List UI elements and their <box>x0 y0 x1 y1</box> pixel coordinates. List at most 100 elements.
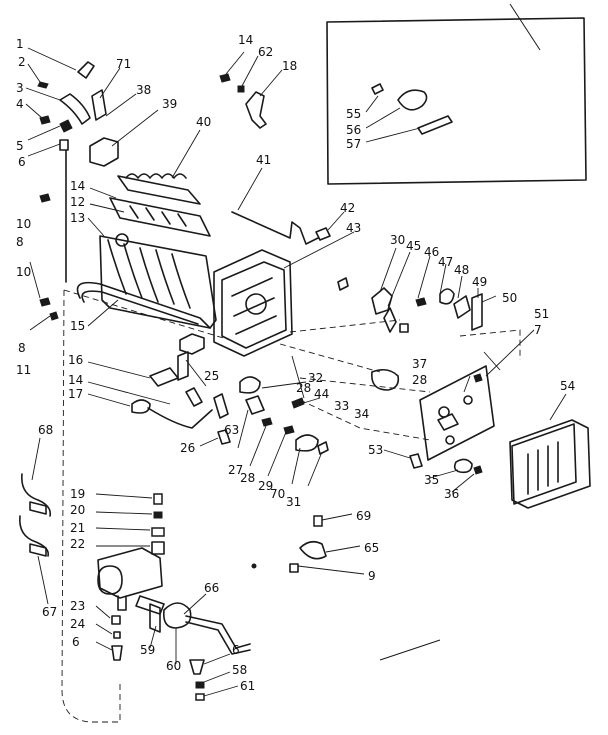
label-28-upper: 28 <box>296 381 311 395</box>
wire-harness-68-67 <box>19 437 52 605</box>
label-49: 49 <box>472 275 487 289</box>
label-54: 54 <box>560 379 575 393</box>
label-15: 15 <box>70 319 85 333</box>
fitting-56-icon <box>397 89 428 111</box>
water-valve-assembly <box>95 493 165 661</box>
label-51: 51 <box>534 307 549 321</box>
label-33: 33 <box>334 399 349 413</box>
label-6-right: 6 <box>232 643 240 657</box>
label-32: 32 <box>308 371 323 385</box>
label-31: 31 <box>286 495 301 509</box>
label-10-lower: 10 <box>16 265 31 279</box>
label-29: 29 <box>258 479 273 493</box>
mounting-plate <box>419 329 535 461</box>
label-26: 26 <box>180 441 195 455</box>
label-69: 69 <box>356 509 371 523</box>
label-62: 62 <box>258 45 273 59</box>
callout-labels: 1 2 3 4 5 6 71 38 39 40 41 42 14 62 18 5… <box>16 33 575 693</box>
switch-39-icon <box>89 137 119 167</box>
label-50: 50 <box>502 291 517 305</box>
label-25: 25 <box>204 369 219 383</box>
label-58: 58 <box>232 663 247 677</box>
label-56: 56 <box>346 123 361 137</box>
upper-left-hardware <box>25 47 159 167</box>
label-60: 60 <box>166 659 181 673</box>
label-27: 27 <box>228 463 243 477</box>
label-39: 39 <box>162 97 177 111</box>
label-1: 1 <box>16 37 24 51</box>
label-14-mid: 14 <box>70 179 85 193</box>
label-6-lower: 6 <box>72 635 80 649</box>
stray-mark <box>379 639 441 661</box>
ice-mold-assembly <box>87 129 217 329</box>
label-14-lower: 14 <box>68 373 83 387</box>
wire-41 <box>231 211 319 245</box>
cover-54 <box>509 393 591 509</box>
label-5: 5 <box>16 139 24 153</box>
label-47: 47 <box>438 255 453 269</box>
label-44: 44 <box>314 387 329 401</box>
shutoff-arm-group <box>337 247 497 333</box>
label-67: 67 <box>42 605 57 619</box>
label-34: 34 <box>354 407 369 421</box>
fasteners-35-36-53 <box>383 449 483 493</box>
label-66: 66 <box>204 581 219 595</box>
label-36: 36 <box>444 487 459 501</box>
label-11: 11 <box>16 363 31 377</box>
label-2: 2 <box>18 55 26 69</box>
label-40: 40 <box>196 115 211 129</box>
label-38: 38 <box>136 83 151 97</box>
rod-11 <box>61 149 121 723</box>
pin-57-icon <box>417 115 453 135</box>
label-9: 9 <box>368 569 376 583</box>
label-43: 43 <box>346 221 361 235</box>
fill-tube <box>149 593 251 701</box>
label-45: 45 <box>406 239 421 253</box>
screw-55-icon <box>371 83 384 95</box>
label-6: 6 <box>18 155 26 169</box>
label-12: 12 <box>70 195 85 209</box>
label-8-lower: 8 <box>18 341 26 355</box>
label-10-upper: 10 <box>16 217 31 231</box>
label-8-upper: 8 <box>16 235 24 249</box>
label-7: 7 <box>534 323 542 337</box>
label-4: 4 <box>16 97 24 111</box>
label-46: 46 <box>424 245 439 259</box>
label-19: 19 <box>70 487 85 501</box>
label-59: 59 <box>140 643 155 657</box>
label-13: 13 <box>70 211 85 225</box>
label-28-lower: 28 <box>240 471 255 485</box>
clamp-group <box>289 513 365 575</box>
label-16: 16 <box>68 353 83 367</box>
label-57: 57 <box>346 137 361 151</box>
label-70: 70 <box>270 487 285 501</box>
label-24: 24 <box>70 617 85 631</box>
label-65: 65 <box>364 541 379 555</box>
label-61: 61 <box>240 679 255 693</box>
housing-43 <box>213 231 355 357</box>
label-53: 53 <box>368 443 383 457</box>
label-28-right: 28 <box>412 373 427 387</box>
label-17: 17 <box>68 387 83 401</box>
reference-dashes <box>63 289 521 441</box>
label-30: 30 <box>390 233 405 247</box>
label-14-top: 14 <box>238 33 253 47</box>
mechanism-center <box>237 351 501 487</box>
label-48: 48 <box>454 263 469 277</box>
inset-panel <box>326 3 587 185</box>
label-42: 42 <box>340 201 355 215</box>
clip-42-icon <box>315 227 331 241</box>
label-71: 71 <box>116 57 131 71</box>
label-37: 37 <box>412 357 427 371</box>
label-55: 55 <box>346 107 361 121</box>
label-22: 22 <box>70 537 85 551</box>
label-41: 41 <box>256 153 271 167</box>
stray-dot <box>251 563 257 569</box>
label-63: 63 <box>224 423 239 437</box>
label-23: 23 <box>70 599 85 613</box>
label-68: 68 <box>38 423 53 437</box>
left-lower-hardware <box>29 193 231 447</box>
bracket-18-group <box>219 51 283 129</box>
label-21: 21 <box>70 521 85 535</box>
